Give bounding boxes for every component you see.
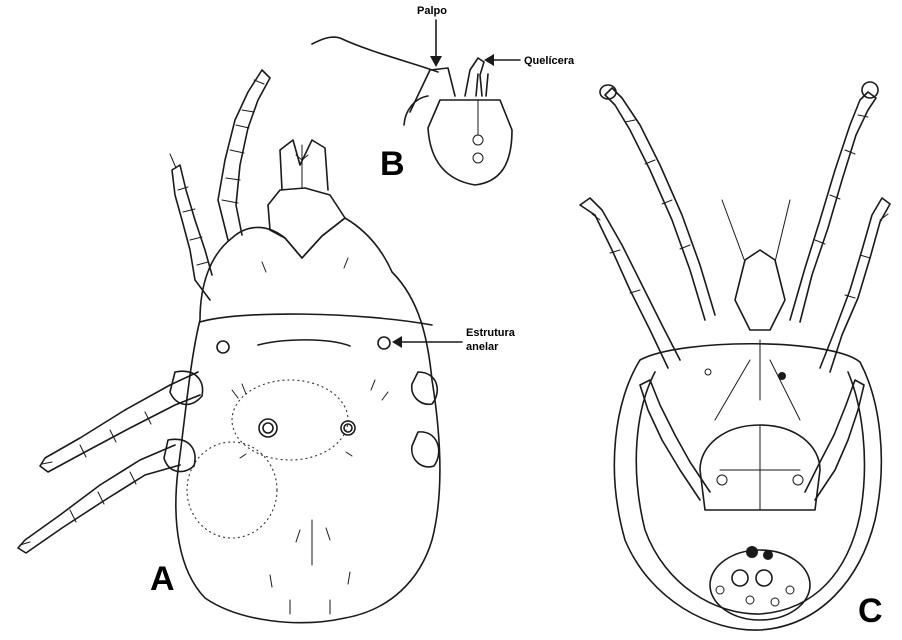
panel-a-body-outline bbox=[176, 218, 440, 623]
estrutura-label-line1: Estrutura bbox=[466, 327, 516, 339]
panel-c-mite bbox=[580, 82, 890, 630]
panel-c-leg-3-left bbox=[640, 380, 710, 500]
estrutura-label-line2: anelar bbox=[466, 341, 499, 353]
panel-label-a: A bbox=[150, 560, 175, 598]
panel-c-body-outline bbox=[614, 344, 881, 630]
panel-c-leg-1-left bbox=[605, 88, 715, 320]
panel-c-leg-1-right bbox=[790, 92, 876, 322]
panel-c-leg-2-left bbox=[580, 198, 680, 368]
panel-a-gnathosoma bbox=[268, 188, 345, 258]
panel-a-annular-structure-left bbox=[217, 341, 229, 353]
panel-a-leg-1-left bbox=[218, 70, 270, 240]
panel-c-leg-2-right bbox=[820, 198, 890, 372]
palpo-label: Palpo bbox=[417, 5, 447, 17]
panel-a-mite bbox=[18, 70, 440, 623]
quelicera-label: Quelícera bbox=[524, 55, 575, 67]
panel-b-gnathosoma bbox=[312, 20, 520, 185]
panel-a-leg-3-left bbox=[40, 372, 200, 472]
panel-a-annular-structure-right bbox=[378, 337, 390, 349]
panel-label-c: C bbox=[858, 592, 883, 630]
panel-c-leg-3-right bbox=[805, 380, 864, 500]
panel-label-b: B bbox=[380, 145, 405, 183]
